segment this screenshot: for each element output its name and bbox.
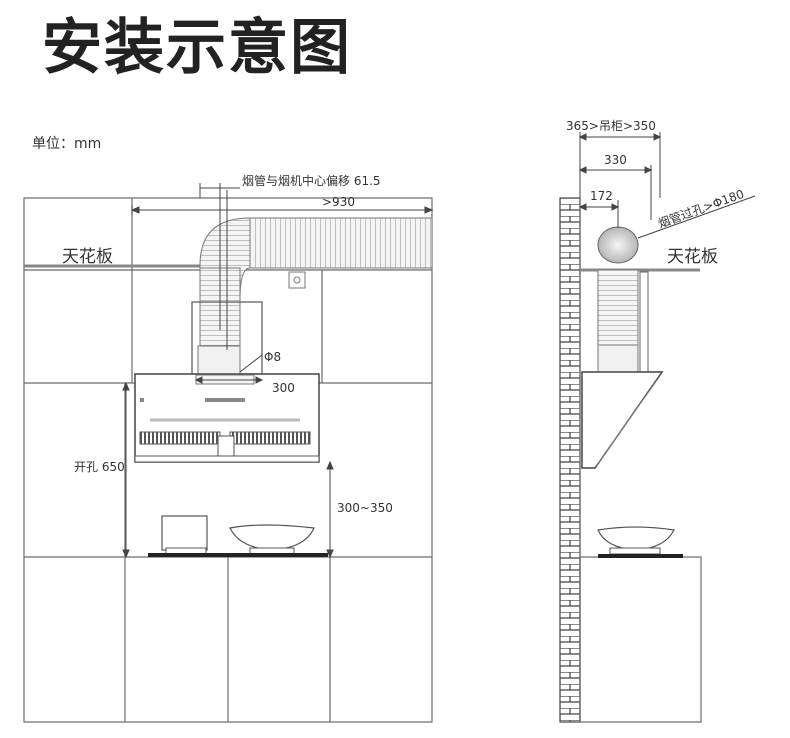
offset-dimension xyxy=(199,183,240,350)
height-300-350-label: 300~350 xyxy=(337,501,393,515)
socket-icon xyxy=(288,271,306,289)
brick-wall xyxy=(559,197,581,723)
range-hood xyxy=(134,373,320,463)
side-wok xyxy=(597,526,675,551)
side-view: 天花板 365>吊柜>350 330 172 烟管过孔>Φ180 xyxy=(559,119,756,723)
ceiling-label: 天花板 xyxy=(62,247,113,267)
pot-left xyxy=(161,515,208,551)
duct-horizontal xyxy=(249,217,433,269)
page-title: 安装示意图 xyxy=(42,13,352,83)
width-dimension xyxy=(130,205,434,215)
width-300-label: 300 xyxy=(272,381,295,395)
cabinet-depth-label: 365>吊柜>350 xyxy=(566,119,656,133)
300-dimension xyxy=(194,376,264,384)
height-300-350-dimension xyxy=(326,460,334,559)
depth-172-label: 172 xyxy=(590,189,613,203)
duct-end xyxy=(597,226,639,264)
side-hood xyxy=(581,371,664,469)
duct-collar xyxy=(197,345,241,377)
cooktop-surface xyxy=(148,553,328,557)
hole-650-label: 开孔 650 xyxy=(74,460,125,474)
side-duct-vertical xyxy=(597,269,639,346)
duct-hole-label: 烟管过孔>Φ180 xyxy=(656,186,746,231)
front-view: 天花板 xyxy=(23,173,434,723)
phi8-label: Φ8 xyxy=(264,350,281,364)
offset-label: 烟管与烟机中心偏移 61.5 xyxy=(242,173,381,188)
side-ceiling-label: 天花板 xyxy=(667,247,718,267)
side-duct-collar xyxy=(597,344,639,376)
cooktop xyxy=(148,515,328,557)
side-chimney-cover xyxy=(639,271,649,373)
wok-right xyxy=(229,524,315,551)
hole-650-dimension xyxy=(122,381,130,559)
units-label: 单位：mm xyxy=(32,136,102,152)
socket-hole xyxy=(293,276,301,284)
control-panel xyxy=(205,398,245,402)
width-930-label: >930 xyxy=(322,195,355,209)
depth-330-label: 330 xyxy=(604,153,627,167)
